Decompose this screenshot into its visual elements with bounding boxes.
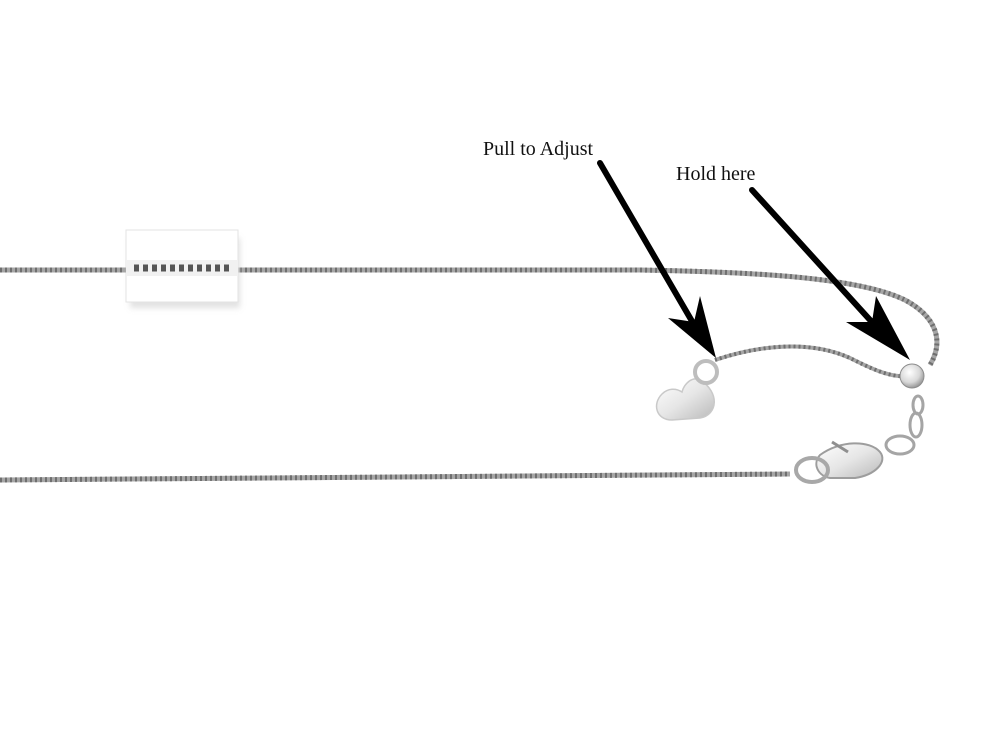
- lower-chain: [0, 471, 791, 483]
- upper-chain: [0, 267, 940, 367]
- pull-arrow-icon: [597, 160, 716, 358]
- chain-detail-box: [125, 229, 240, 308]
- heart-charm: [655, 359, 719, 421]
- lobster-clasp: [794, 440, 884, 484]
- slider-chain: [714, 344, 909, 379]
- hold-bead: [884, 363, 925, 456]
- pull-to-adjust-label: Pull to Adjust: [483, 138, 594, 160]
- hold-here-label: Hold here: [676, 163, 756, 185]
- hold-arrow-icon: [749, 187, 910, 360]
